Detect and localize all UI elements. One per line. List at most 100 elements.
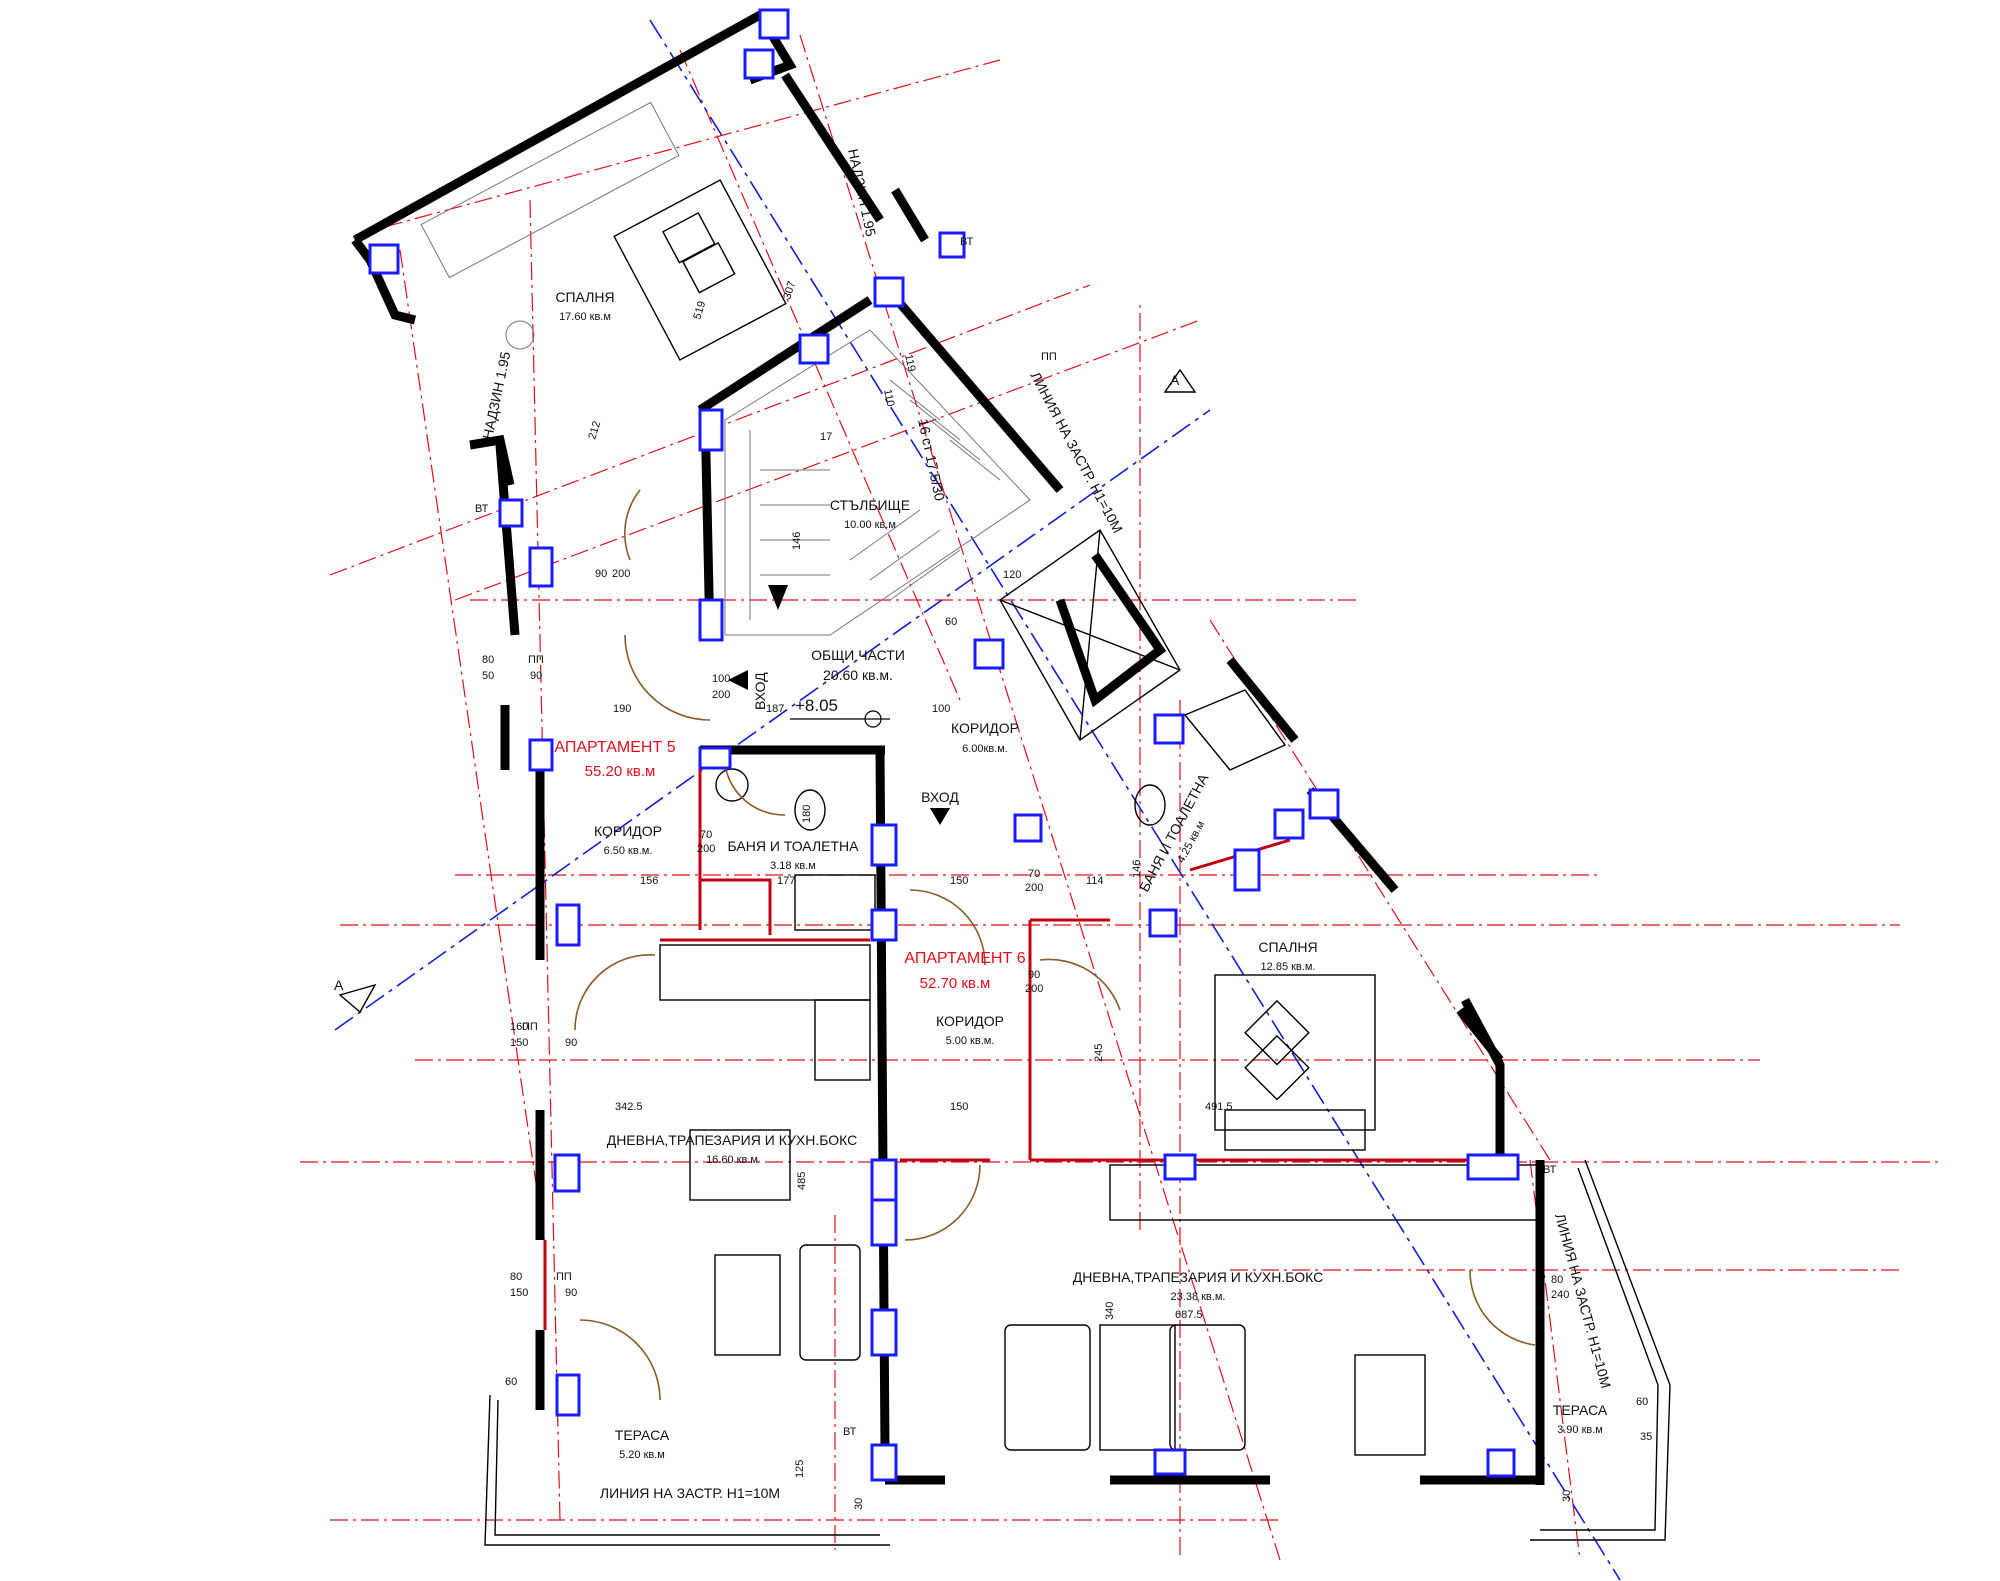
opening-150: 150 bbox=[510, 1037, 528, 1049]
build-line-label-diagonal: ЛИНИЯ НА ЗАСТР. Н1=10М bbox=[1027, 369, 1126, 536]
room-area-bedroom-top: 17.60 кв.м bbox=[559, 311, 611, 323]
entrance-label-common: ВХОД bbox=[752, 672, 768, 710]
dim-245: 245 bbox=[1093, 1044, 1105, 1062]
dim-80-right: 80 bbox=[1551, 1274, 1563, 1286]
room-name-stair: СТЪЛБИЩЕ bbox=[830, 497, 910, 513]
dim-150-b: 150 bbox=[950, 1101, 968, 1113]
dim-687: 687.5 bbox=[1175, 1309, 1203, 1321]
vt-label-3: ВТ bbox=[843, 1426, 857, 1438]
room-area-corridor-common: 6.00кв.м. bbox=[962, 743, 1008, 755]
opening-90-d: 90 bbox=[565, 1287, 577, 1299]
room-name-apt6-terrace: ТЕРАСА bbox=[1553, 1402, 1608, 1418]
opening-200-b: 200 bbox=[712, 689, 730, 701]
dim-519: 519 bbox=[691, 300, 708, 321]
pp-label-2: ПП bbox=[522, 1021, 538, 1033]
dim-190: 190 bbox=[613, 703, 631, 715]
dim-212: 212 bbox=[586, 420, 603, 441]
dim-30-a: 30 bbox=[853, 1498, 865, 1510]
opening-80: 80 bbox=[510, 1271, 522, 1283]
dim-146: 146 bbox=[791, 532, 803, 550]
apt5-name: АПАРТАМЕНТ 5 bbox=[554, 739, 675, 756]
room-name-apt5-living: ДНЕВНА,ТРАПЕЗАРИЯ И КУХН.БОКС bbox=[607, 1132, 858, 1148]
opening-70-b: 70 bbox=[1028, 868, 1040, 880]
opening-200-e: 200 bbox=[1025, 983, 1043, 995]
dim-307: 307 bbox=[781, 280, 798, 301]
dim-120: 120 bbox=[1003, 569, 1021, 581]
dim-60-c: 60 bbox=[1636, 1396, 1648, 1408]
opening-90: 90 bbox=[595, 568, 607, 580]
level-mark: +8.05 bbox=[795, 696, 838, 715]
opening-90-e: 90 bbox=[530, 670, 542, 682]
pp-label-1: ПП bbox=[528, 654, 544, 666]
dim-60: 60 bbox=[945, 616, 957, 628]
vt-label-1: ВТ bbox=[960, 236, 974, 248]
dim-17: 17 bbox=[820, 431, 832, 443]
apartment-labels: АПАРТАМЕНТ 5 55.20 кв.м АПАРТАМЕНТ 6 52.… bbox=[554, 739, 1025, 992]
dim-491: 491.5 bbox=[1205, 1101, 1233, 1113]
room-name-apt5-terrace: ТЕРАСА bbox=[615, 1427, 670, 1443]
room-area-apt6-corridor: 5.00 кв.м. bbox=[946, 1035, 995, 1047]
room-area-apt5-terrace: 5.20 кв.м bbox=[619, 1449, 665, 1461]
opening-70: 70 bbox=[700, 829, 712, 841]
opening-160: 160 bbox=[510, 1021, 528, 1033]
opening-50: 50 bbox=[482, 670, 494, 682]
vt-label-2: ВТ bbox=[475, 503, 489, 515]
vt-label-4: ВТ bbox=[1543, 1164, 1557, 1176]
dim-187: 187 bbox=[766, 703, 784, 715]
nadzin-label-left: НАДЗИН 1.95 bbox=[479, 350, 513, 441]
opening-90-c: 90 bbox=[565, 1037, 577, 1049]
pp-label-3: ПП bbox=[556, 1271, 572, 1283]
room-area-apt6-bedroom: 12.85 кв.м. bbox=[1261, 961, 1316, 973]
section-a-top: А bbox=[1170, 372, 1180, 388]
dim-342: 342.5 bbox=[615, 1101, 643, 1113]
section-a-left: А bbox=[334, 977, 344, 993]
dim-340: 340 bbox=[1104, 1302, 1116, 1320]
room-name-bedroom-top: СПАЛНЯ bbox=[555, 289, 614, 305]
room-name-apt5-corridor: КОРИДОР bbox=[594, 823, 662, 839]
room-name-apt6-bedroom: СПАЛНЯ bbox=[1258, 939, 1317, 955]
section-axis-lines bbox=[334, 19, 1621, 1581]
dim-240: 240 bbox=[1551, 1289, 1569, 1301]
room-name-apt5-bath: БАНЯ И ТОАЛЕТНА bbox=[728, 838, 860, 854]
dim-146-b: 146 bbox=[1131, 860, 1143, 878]
dim-114: 114 bbox=[1086, 875, 1104, 887]
room-area-common: 20.60 кв.м. bbox=[823, 667, 893, 683]
build-line-label-bottom: ЛИНИЯ НА ЗАСТР. Н1=10М bbox=[600, 1485, 780, 1501]
apt6-name: АПАРТАМЕНТ 6 bbox=[904, 950, 1025, 967]
staircase bbox=[724, 329, 1031, 636]
entrance-label-apt6: ВХОД bbox=[921, 789, 959, 805]
doors bbox=[574, 489, 1536, 1401]
dim-30-b: 30 bbox=[1561, 1490, 1573, 1502]
room-area-apt6-living: 23.38 кв.м. bbox=[1171, 1291, 1226, 1303]
dim-125: 125 bbox=[794, 1460, 806, 1478]
apt5-area: 55.20 кв.м bbox=[585, 763, 656, 780]
room-name-apt6-living: ДНЕВНА,ТРАПЕЗАРИЯ И КУХН.БОКС bbox=[1073, 1269, 1324, 1285]
dim-100: 100 bbox=[932, 703, 950, 715]
red-axis-lines bbox=[300, 34, 1940, 1561]
room-name-corridor-common: КОРИДОР bbox=[951, 720, 1019, 736]
pp-label-4: ПП bbox=[1041, 351, 1057, 363]
room-area-apt5-bath: 3.18 кв.м bbox=[770, 860, 816, 872]
dim-119: 119 bbox=[902, 353, 917, 373]
opening-200-c: 200 bbox=[697, 843, 715, 855]
opening-150-b: 150 bbox=[510, 1287, 528, 1299]
room-area-stair: 10.00 кв.м bbox=[844, 519, 896, 531]
dim-180: 180 bbox=[801, 805, 813, 823]
room-name-apt6-corridor: КОРИДОР bbox=[936, 1013, 1004, 1029]
apt6-area: 52.70 кв.м bbox=[920, 975, 991, 992]
room-area-apt5-living: 16.60 кв.м bbox=[706, 1154, 758, 1166]
dim-60-b: 60 bbox=[505, 1376, 517, 1388]
dim-156: 156 bbox=[640, 875, 658, 887]
walls bbox=[351, 8, 1671, 1546]
dim-177: 177 bbox=[777, 875, 795, 887]
room-area-apt6-terrace: 3.90 кв.м bbox=[1557, 1424, 1603, 1436]
opening-200-d: 200 bbox=[1025, 882, 1043, 894]
columns bbox=[368, 8, 1520, 1482]
room-name-common: ОБЩИ ЧАСТИ bbox=[811, 647, 905, 663]
dim-35: 35 bbox=[1640, 1431, 1652, 1443]
room-area-apt5-corridor: 6.50 кв.м. bbox=[604, 845, 653, 857]
furniture bbox=[420, 101, 1541, 1456]
opening-200: 200 bbox=[612, 568, 630, 580]
